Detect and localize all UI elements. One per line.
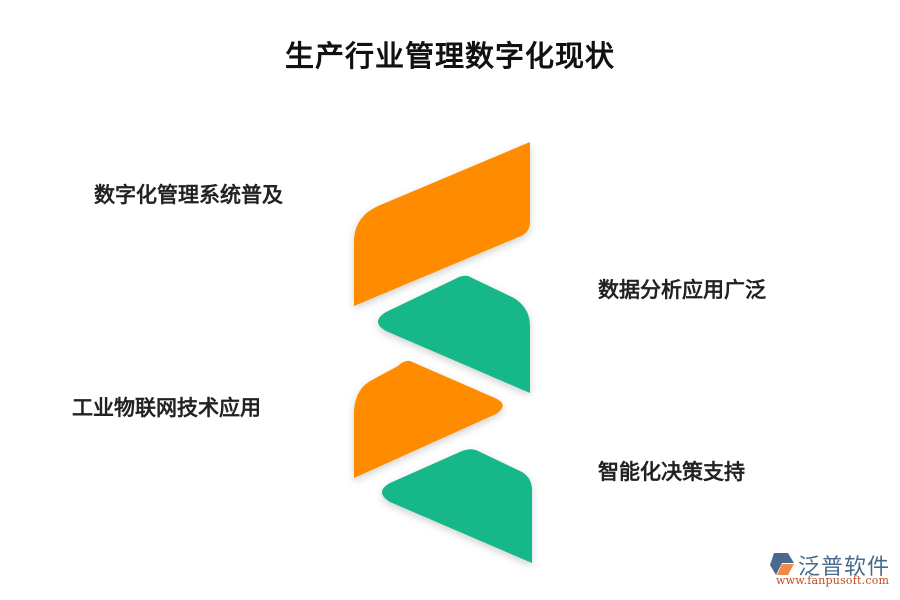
brand-logo: 泛普软件 www.fanpusoft.com — [768, 549, 894, 589]
item-label-3: 工业物联网技术应用 — [72, 396, 261, 420]
brand-name: 泛普软件 — [798, 555, 891, 580]
item-label-1: 数字化管理系统普及 — [94, 183, 283, 207]
page-title: 生产行业管理数字化现状 — [284, 39, 615, 73]
shape-1-orange — [354, 142, 530, 306]
item-label-4: 智能化决策支持 — [598, 460, 745, 484]
shape-4-green — [382, 449, 532, 563]
shape-2-green — [378, 275, 530, 393]
shape-3-orange — [354, 360, 503, 478]
brand-url: www.fanpusoft.com — [776, 574, 890, 587]
brand-logo-icon — [770, 553, 794, 575]
item-label-2: 数据分析应用广泛 — [598, 278, 766, 302]
